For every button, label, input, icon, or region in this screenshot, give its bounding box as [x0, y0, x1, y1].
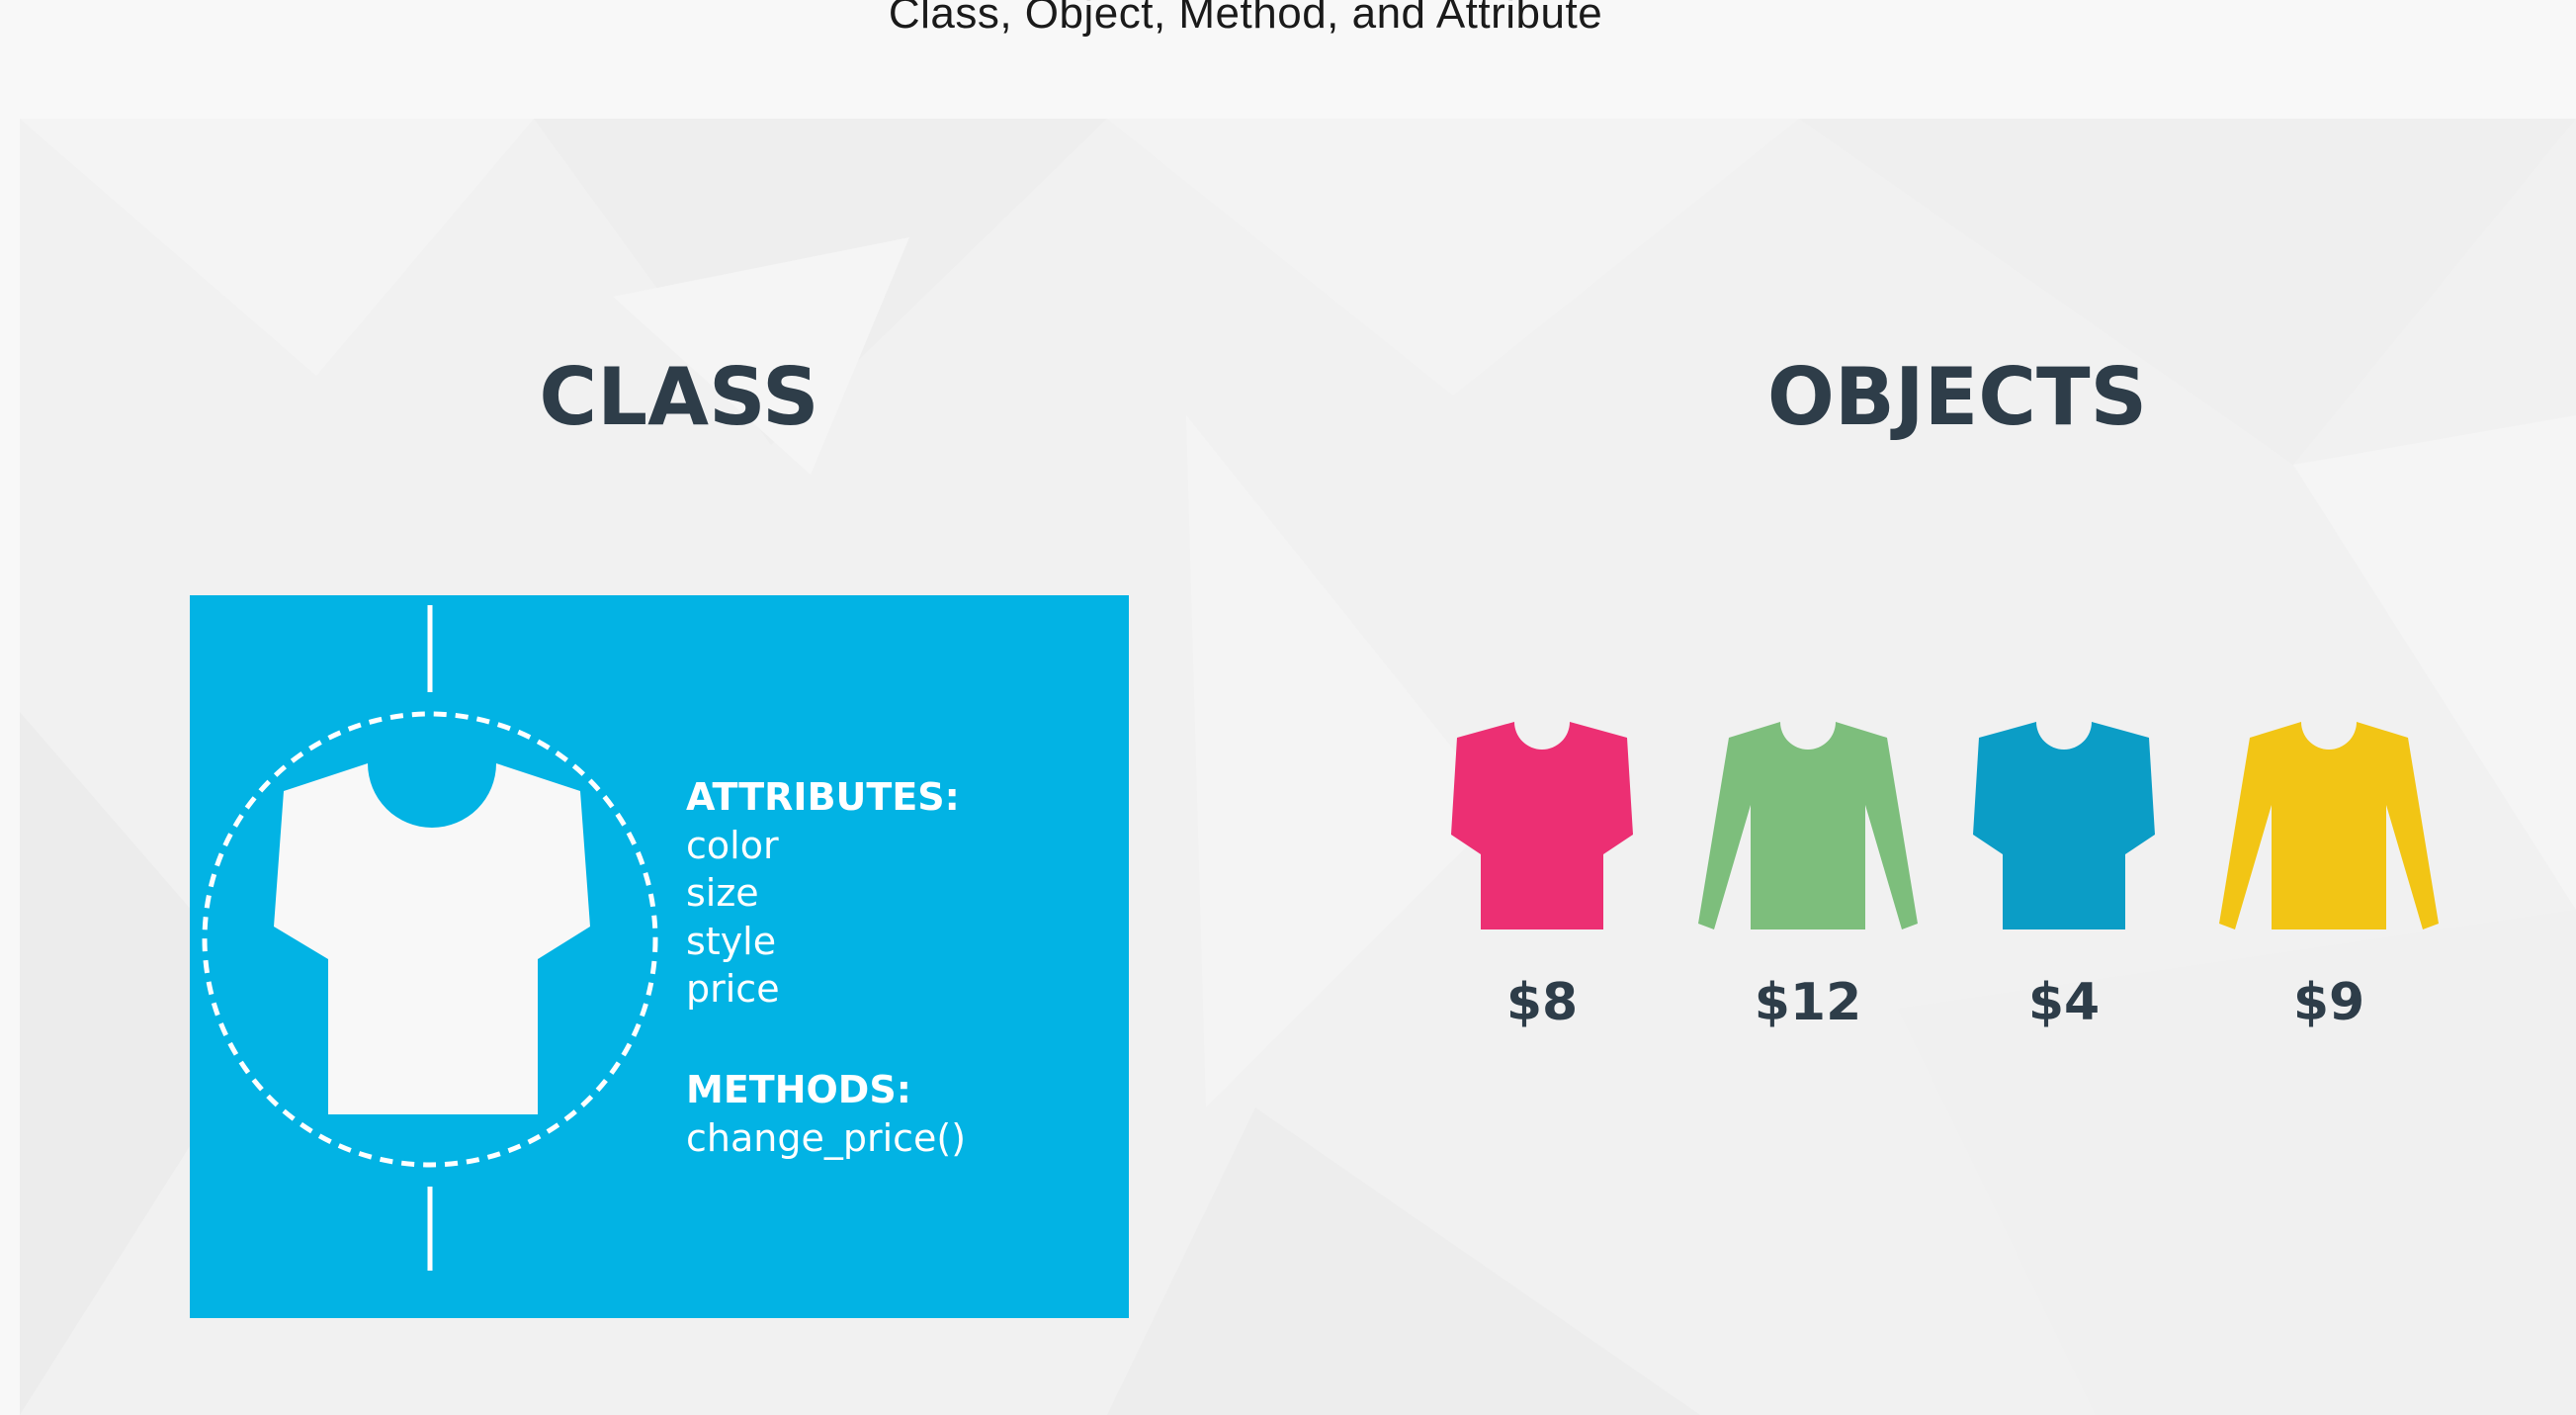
method-change-price: change_price() [686, 1115, 967, 1160]
price-label: $4 [2027, 973, 2101, 1032]
page-title: Class, Object, Method, and Attribute [888, 0, 1603, 38]
low-poly-background [20, 119, 2576, 1415]
long-sleeve-shirt-icon [2219, 722, 2439, 929]
methods-list: METHODS: change_price() [686, 1066, 966, 1162]
attributes-label: ATTRIBUTES: [686, 775, 960, 819]
short-sleeve-shirt-icon [1973, 722, 2155, 929]
class-card: ATTRIBUTES: color size style price METHO… [190, 595, 1129, 1318]
objects-heading: OBJECTS [1766, 351, 2148, 443]
long-sleeve-shirt-icon [1698, 722, 1918, 929]
dashed-circle [202, 711, 658, 1168]
class-heading: CLASS [539, 351, 819, 443]
attribute-price: price [686, 967, 780, 1011]
tshirt-icon [274, 763, 590, 1114]
class-illustration [202, 605, 658, 1271]
short-sleeve-shirt-icon [1451, 722, 1633, 929]
attributes-list: ATTRIBUTES: color size style price [686, 773, 960, 1014]
methods-label: METHODS: [686, 1068, 911, 1111]
attribute-style: style [686, 919, 777, 963]
attribute-size: size [686, 871, 759, 915]
price-label: $8 [1505, 973, 1579, 1032]
price-label: $12 [1754, 973, 1862, 1032]
attribute-color: color [686, 823, 779, 867]
price-label: $9 [2292, 973, 2365, 1032]
slide-canvas: CLASS OBJECTS ATTRIBUTES: color size sty… [20, 119, 2576, 1415]
